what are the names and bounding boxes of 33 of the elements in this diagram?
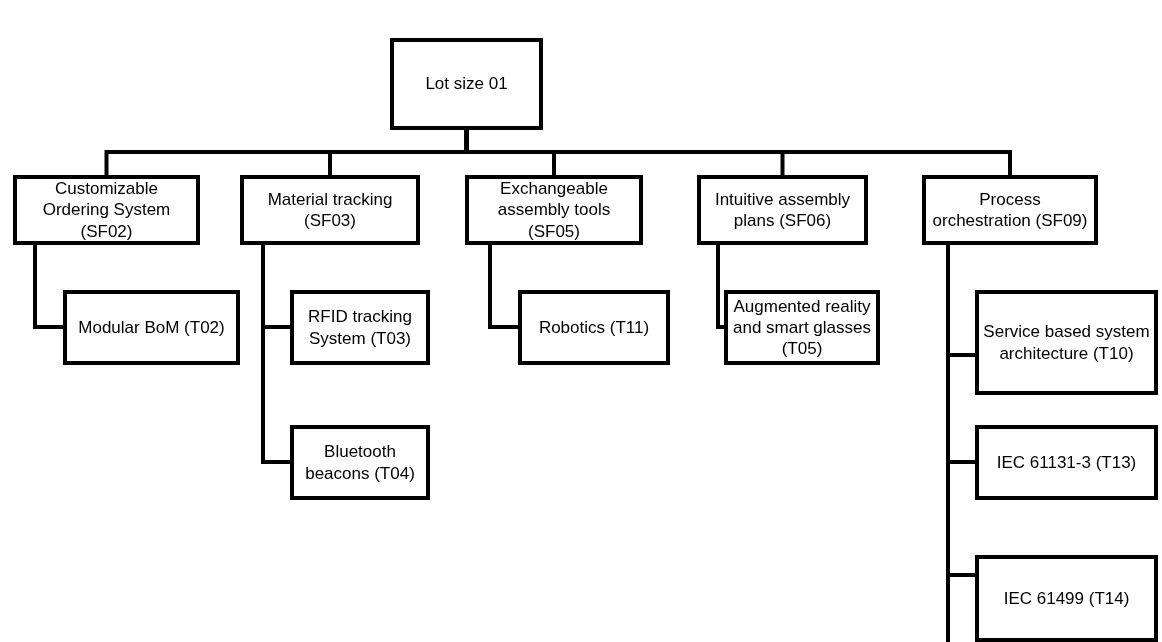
box-label: Material tracking (SF03) — [266, 188, 394, 232]
connector-line — [946, 245, 975, 577]
box-label: Service based system architecture (T10) — [983, 321, 1150, 364]
box-label: Process orchestration (SF09) — [931, 188, 1089, 232]
connector-line — [33, 245, 63, 329]
root-box — [390, 38, 543, 130]
process-box — [697, 175, 868, 245]
process-box — [975, 555, 1158, 642]
process-box — [465, 175, 643, 245]
connector-line — [464, 130, 1012, 175]
connector-line — [716, 245, 724, 329]
process-box — [975, 425, 1158, 500]
process-box — [63, 290, 240, 365]
box-label: Customizable Ordering System (SF02) — [41, 178, 172, 242]
process-box — [13, 175, 200, 245]
process-box — [290, 290, 430, 365]
connector-line — [488, 245, 518, 329]
box-label: Bluetooth beacons (T04) — [304, 441, 416, 484]
box-label: Robotics (T11) — [538, 316, 650, 339]
process-box — [724, 290, 880, 365]
process-box — [518, 290, 670, 365]
box-label: IEC 61131-3 (T13) — [996, 451, 1137, 474]
process-box — [240, 175, 420, 245]
box-label: Augmented reality and smart glasses (T05) — [732, 295, 872, 360]
box-label: Exchangeable assembly tools (SF05) — [496, 178, 612, 242]
box-label: RFID tracking System (T03) — [307, 306, 413, 349]
box-label: IEC 61499 (T14) — [1003, 587, 1130, 610]
process-box — [975, 290, 1158, 395]
box-label: Intuitive assembly plans (SF06) — [713, 188, 852, 232]
process-box — [922, 175, 1098, 245]
process-box — [290, 425, 430, 500]
box-label: Modular BoM (T02) — [78, 316, 225, 339]
box-label: Lot size 01 — [425, 73, 508, 95]
